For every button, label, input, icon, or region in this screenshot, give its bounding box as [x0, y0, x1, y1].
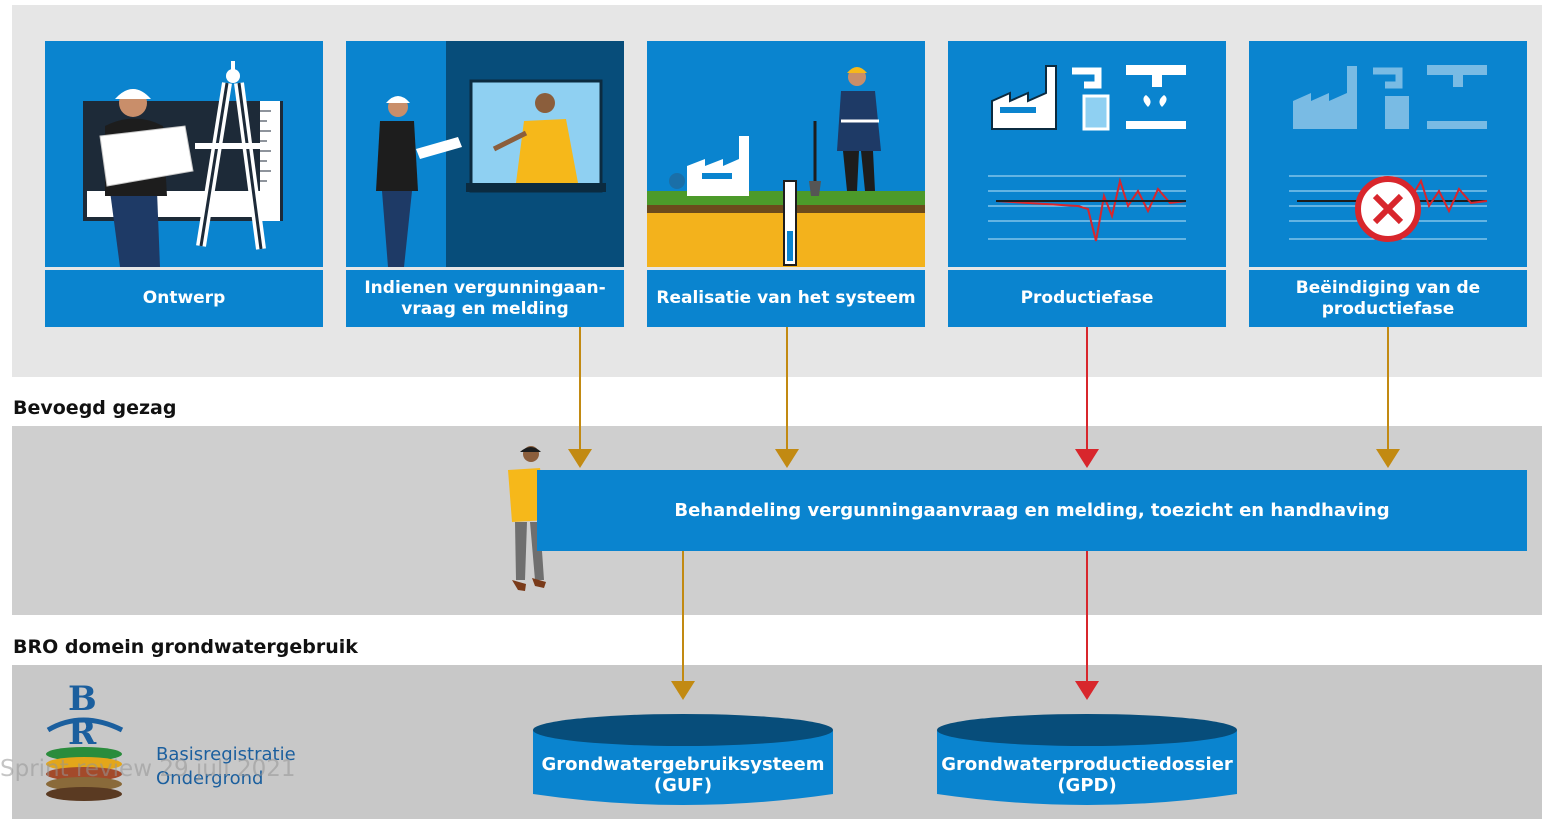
phase-label: Ontwerp	[45, 270, 323, 327]
termination-illustration	[1249, 41, 1527, 267]
phase-label: Productiefase	[948, 270, 1226, 327]
phase-ontwerp: Ontwerp	[45, 41, 323, 327]
bro-logo: B R	[46, 680, 124, 801]
arrow-indienen-to-process	[568, 327, 592, 468]
phase-realisatie: Realisatie van het systeem	[647, 41, 925, 327]
database-title: Grondwaterproductiedossier	[941, 754, 1233, 775]
database-code: (GUF)	[653, 775, 713, 796]
production-illustration	[948, 41, 1226, 267]
arrow-process-to-guf	[671, 551, 695, 700]
arrow-process-to-gpd	[1075, 551, 1099, 700]
phase-beeindiging: Beëindiging van de productiefase	[1249, 41, 1527, 327]
phase-productie: Productiefase	[948, 41, 1226, 327]
database-label: Grondwatergebruiksysteem (GUF)	[531, 754, 835, 796]
watermark-text: Sprint review 29 juli 2021	[0, 756, 296, 782]
database-code: (GPD)	[1057, 775, 1117, 796]
bro-domain-section-label: BRO domein grondwatergebruik	[13, 636, 358, 658]
phase-label: Realisatie van het systeem	[647, 270, 925, 327]
phase-indienen: Indienen vergunningaan-vraag en melding	[346, 41, 624, 327]
svg-text:B: B	[68, 680, 97, 719]
database-guf: Grondwatergebruiksysteem (GUF)	[531, 712, 835, 808]
design-illustration	[45, 41, 323, 267]
database-label: Grondwaterproductiedossier (GPD)	[935, 754, 1239, 796]
arrow-productie-to-process	[1075, 327, 1099, 468]
arrow-realisatie-to-process	[775, 327, 799, 468]
process-bar: Behandeling vergunningaanvraag en meldin…	[537, 470, 1527, 551]
application-illustration	[346, 41, 624, 267]
logo-text-line2: Ondergrond	[156, 768, 264, 789]
official-person-figure	[508, 446, 575, 591]
database-gpd: Grondwaterproductiedossier (GPD)	[935, 712, 1239, 808]
phase-label: Beëindiging van de productiefase	[1249, 270, 1527, 327]
phase-label: Indienen vergunningaan-vraag en melding	[346, 270, 624, 327]
database-title: Grondwatergebruiksysteem	[541, 754, 825, 775]
arrow-beeindiging-to-process	[1376, 327, 1400, 468]
construction-illustration	[647, 41, 925, 267]
logo-text-line1: Basisregistratie	[156, 744, 296, 765]
authority-section-label: Bevoegd gezag	[13, 397, 177, 419]
